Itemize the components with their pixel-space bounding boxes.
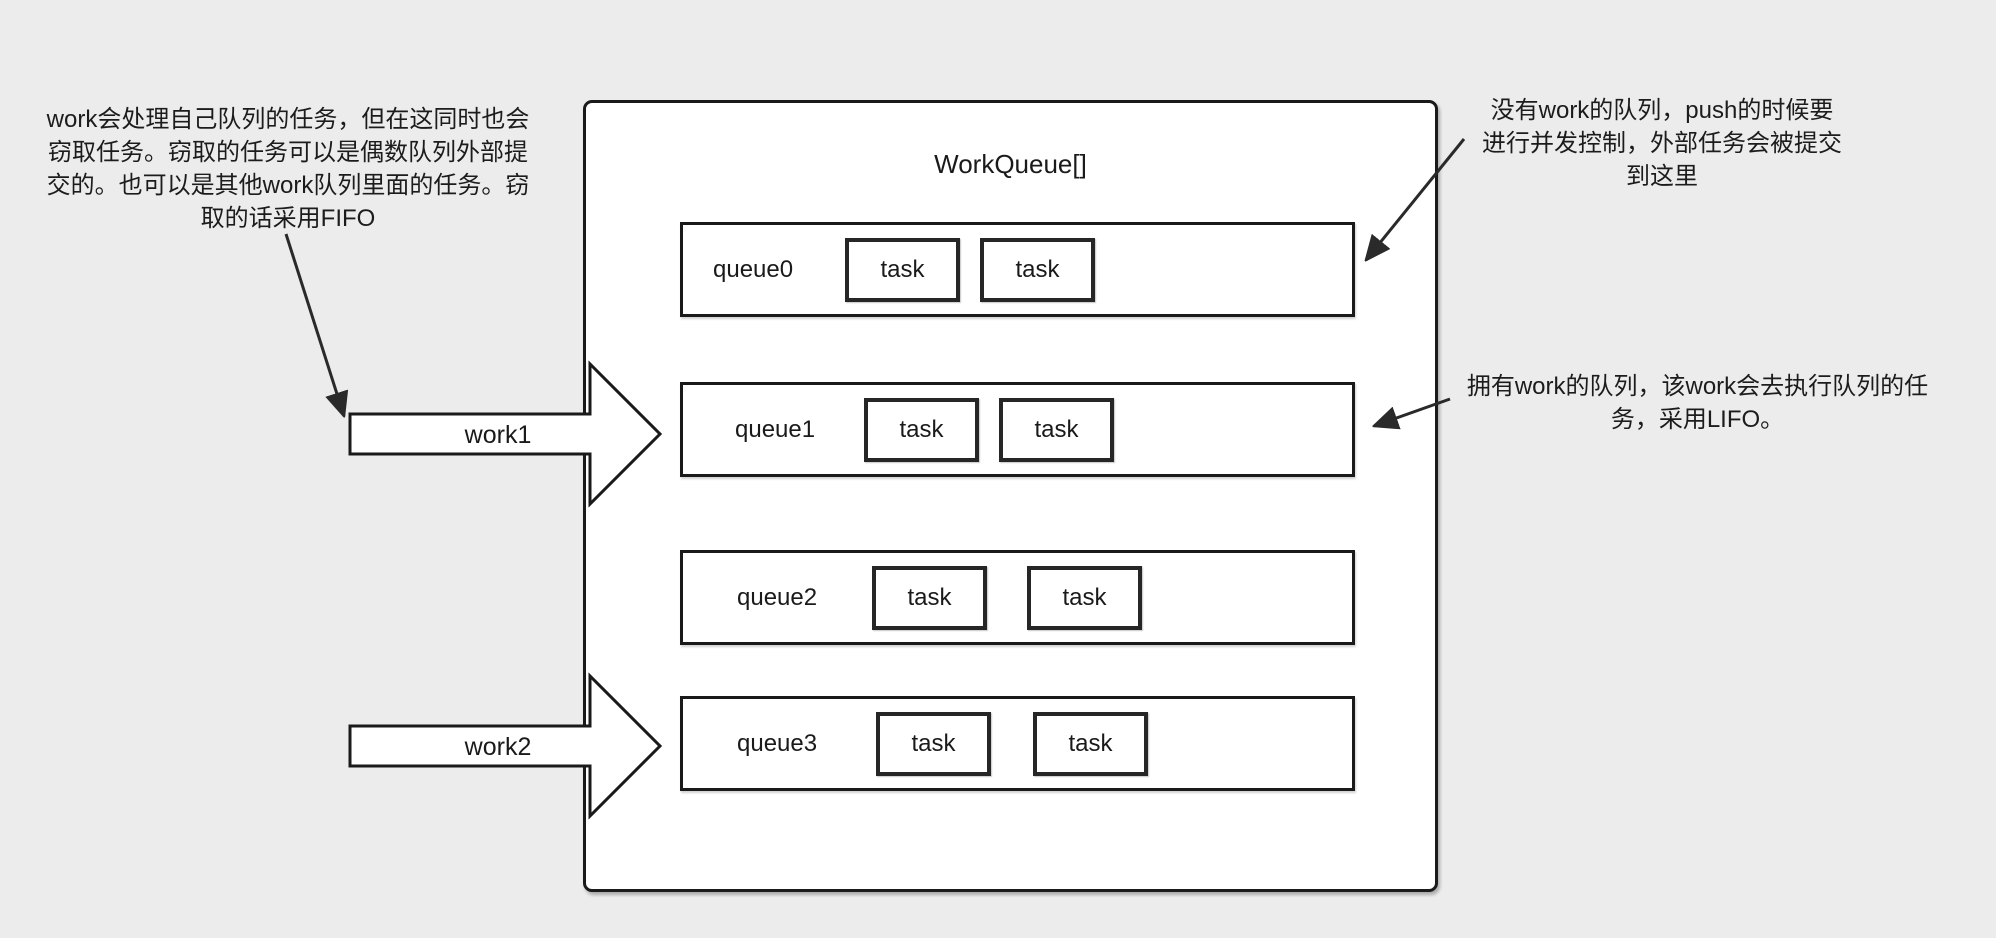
annotation-line: 交的。也可以是其他work队列里面的任务。窃 <box>46 172 530 199</box>
queue-label: queue0 <box>713 255 794 283</box>
task-box: task <box>864 397 979 462</box>
queue-row-0: queue0 task task <box>680 222 1355 317</box>
task-box: task <box>1027 565 1142 630</box>
annotation-line: work会处理自己队列的任务，但在这同时也会 <box>46 106 530 133</box>
connector-left-annotation-arrow <box>284 233 344 416</box>
task-box: task <box>845 237 960 302</box>
annotation-line: 没有work的队列，push的时候要 <box>1490 97 1834 124</box>
annotation-no-work-queue: 没有work的队列，push的时候要 进行并发控制，外部任务会被提交 到这里 <box>1452 94 1872 193</box>
task-box: task <box>1033 711 1148 776</box>
task-box: task <box>872 565 987 630</box>
worker-label: work1 <box>464 421 532 449</box>
queue-label: queue1 <box>735 415 816 443</box>
queue-row-1: queue1 task task <box>680 382 1355 477</box>
annotation-line: 取的话采用FIFO <box>200 205 376 232</box>
task-box: task <box>980 237 1095 302</box>
annotation-line: 到这里 <box>1626 163 1698 190</box>
queue-row-3: queue3 task task <box>680 696 1355 791</box>
annotation-line: 窃取任务。窃取的任务可以是偶数队列外部提 <box>48 139 528 166</box>
queue-row-2: queue2 task task <box>680 550 1355 645</box>
annotation-line: 进行并发控制，外部任务会被提交 <box>1482 130 1842 157</box>
annotation-has-work-queue: 拥有work的队列，该work会去执行队列的任 务，采用LIFO。 <box>1445 370 1950 436</box>
worker-label: work2 <box>464 733 532 761</box>
annotation-steal-tasks: work会处理自己队列的任务，但在这同时也会 窃取任务。窃取的任务可以是偶数队列… <box>8 103 568 235</box>
workqueue-title: WorkQueue[] <box>934 149 1087 179</box>
task-box: task <box>999 397 1114 462</box>
annotation-line: 拥有work的队列，该work会去执行队列的任 <box>1466 373 1929 400</box>
queue-label: queue3 <box>737 729 818 757</box>
queue-label: queue2 <box>737 583 818 611</box>
annotation-line: 务，采用LIFO。 <box>1610 406 1785 433</box>
task-box: task <box>876 711 991 776</box>
